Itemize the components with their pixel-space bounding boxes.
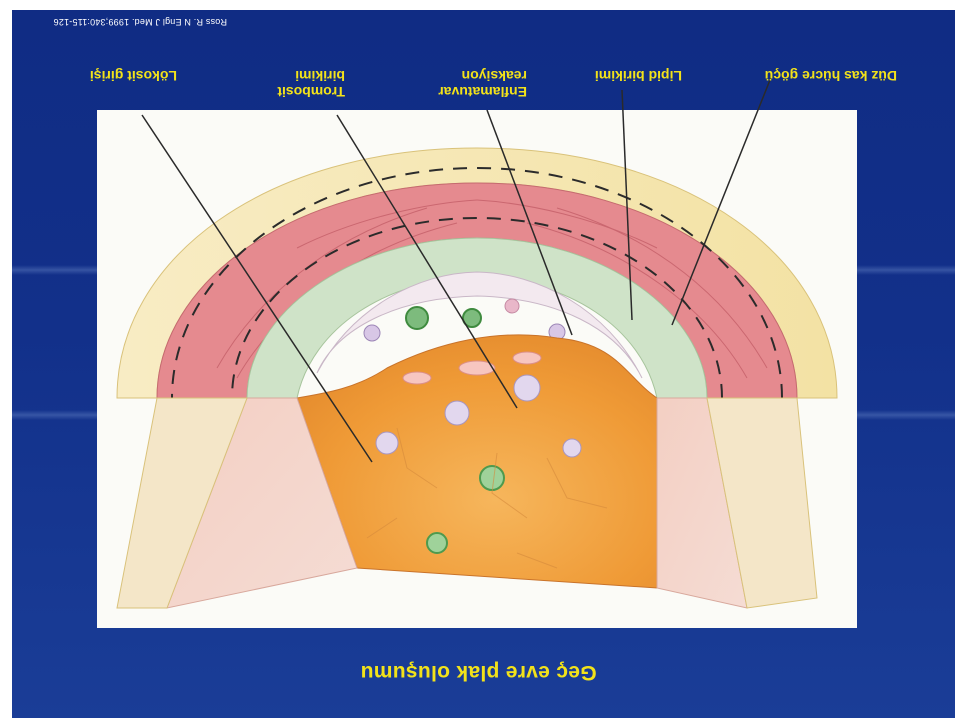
leader-lipid [622,90,632,320]
leader-thrombocyte [337,115,517,408]
label-inflammatory-reaction: Enflamatuvar reaksiyon [438,68,527,100]
label-leukocyte-entry: Lökosit girişi [90,68,177,84]
citation: Ross R. N Engl J Med. 1999;340:115-126 [53,17,227,27]
leader-smooth-muscle [672,75,772,325]
label-platelet-accumulation: Trombosit birikimi [277,68,345,100]
label-lipid-accumulation: Lipid birikimi [595,68,682,84]
label-smooth-muscle-migration: Düz kas hücre göçü [765,68,897,84]
leader-inflammatory [487,110,572,335]
leader-leukocyte [142,115,372,462]
